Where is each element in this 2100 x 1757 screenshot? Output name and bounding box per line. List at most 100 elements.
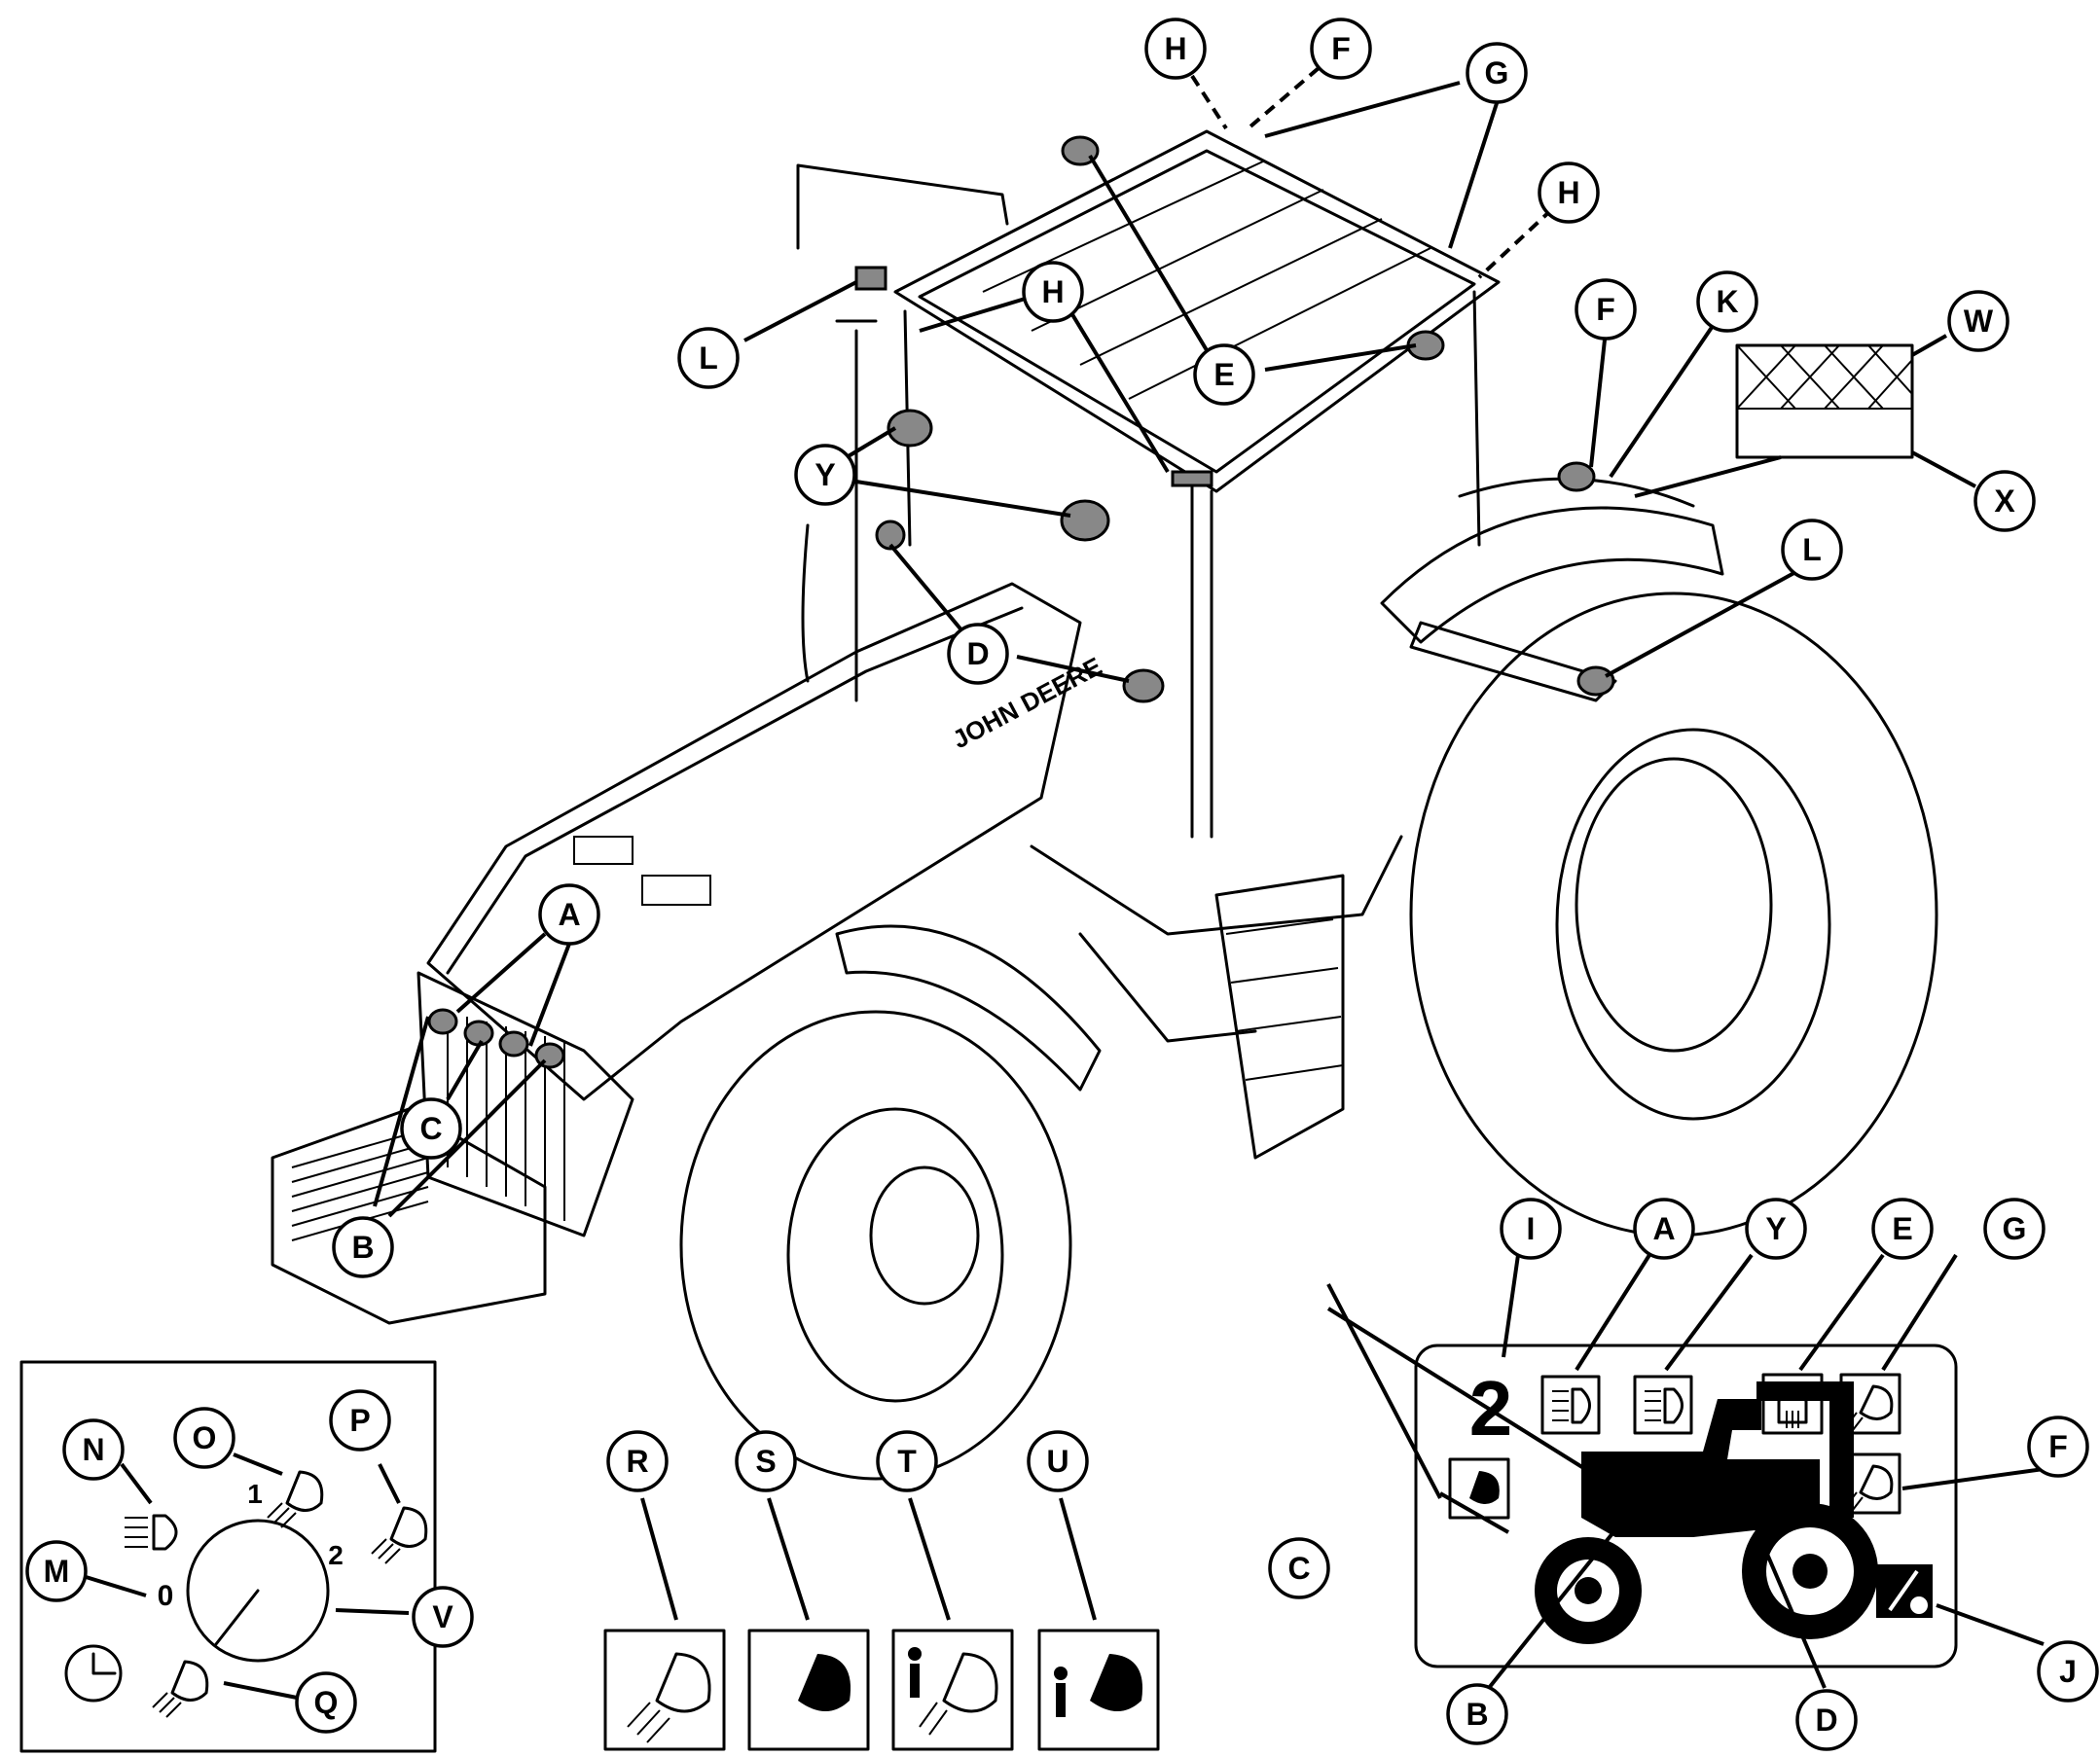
svg-text:D: D — [966, 636, 989, 671]
beacon-icon — [1777, 1389, 1808, 1428]
callout-L-left: L — [677, 327, 740, 389]
svg-text:F: F — [2048, 1429, 2068, 1464]
headlight-high-beam-icon — [1552, 1387, 1591, 1424]
svg-text:L: L — [1802, 532, 1822, 567]
svg-text:S: S — [755, 1444, 776, 1479]
svg-text:C: C — [1287, 1551, 1310, 1586]
svg-text:D: D — [1815, 1703, 1837, 1738]
svg-text:W: W — [1964, 304, 1994, 339]
callout-Q: Q — [295, 1671, 357, 1734]
callout-J: J — [2037, 1640, 2099, 1703]
svg-text:O: O — [193, 1420, 217, 1455]
work-light-icon — [1846, 1464, 1894, 1511]
callout-Y-panel: Y — [1745, 1198, 1807, 1260]
callout-F-right: F — [1575, 278, 1637, 341]
svg-text:Q: Q — [314, 1685, 339, 1720]
callout-E-panel: E — [1871, 1198, 1934, 1260]
callout-P: P — [329, 1389, 391, 1452]
callout-E: E — [1193, 343, 1255, 406]
callout-D: D — [947, 623, 1009, 685]
callout-V: V — [412, 1586, 474, 1648]
callout-F-panel: F — [2027, 1416, 2089, 1478]
callout-G-top: G — [1466, 42, 1528, 104]
svg-text:H: H — [1557, 175, 1579, 210]
callout-C-panel: C — [1268, 1537, 1330, 1599]
callout-X: X — [1973, 470, 2036, 532]
work-light-icon — [1846, 1384, 1894, 1431]
svg-text:E: E — [1213, 357, 1234, 392]
svg-text:G: G — [1485, 55, 1509, 90]
svg-text:K: K — [1716, 284, 1738, 319]
callout-H-right: H — [1538, 161, 1600, 224]
svg-text:F: F — [1331, 31, 1351, 66]
headlight-high-beam-icon — [1645, 1387, 1684, 1424]
svg-text:I: I — [1527, 1211, 1536, 1246]
svg-text:Y: Y — [1765, 1211, 1786, 1246]
callout-H-top: H — [1144, 18, 1207, 80]
svg-text:A: A — [558, 897, 580, 932]
callout-Y: Y — [794, 444, 856, 506]
svg-text:B: B — [351, 1230, 374, 1265]
callout-F-top: F — [1310, 18, 1372, 80]
light-switch-panel: 0 1 2 — [19, 1360, 437, 1753]
work-light-icon — [627, 1652, 711, 1743]
work-light-icon — [1722, 1472, 1770, 1519]
svg-text:Y: Y — [815, 457, 835, 492]
work-light-icon — [152, 1660, 209, 1718]
leader-lines — [373, 66, 1976, 1218]
svg-text:R: R — [626, 1444, 648, 1479]
switch-position-1: 1 — [247, 1479, 263, 1509]
svg-text:V: V — [432, 1599, 453, 1634]
svg-text:P: P — [349, 1403, 370, 1438]
warning-sign — [1735, 343, 1914, 459]
person-light-icon — [908, 1647, 998, 1736]
callout-C: C — [400, 1097, 462, 1160]
svg-text:X: X — [1994, 484, 2015, 519]
svg-text:H: H — [1164, 31, 1186, 66]
svg-text:G: G — [2003, 1211, 2027, 1246]
callout-O: O — [173, 1407, 235, 1469]
work-light-icon — [267, 1470, 324, 1528]
svg-text:M: M — [44, 1554, 70, 1589]
tractor-illustration: JOHN DEERE — [271, 129, 1938, 1481]
callout-U: U — [1027, 1430, 1089, 1492]
work-light-icon — [371, 1506, 428, 1564]
svg-text:A: A — [1652, 1211, 1675, 1246]
callout-N: N — [62, 1418, 125, 1481]
callout-A: A — [538, 883, 600, 946]
svg-text:E: E — [1892, 1211, 1912, 1246]
svg-text:H: H — [1041, 274, 1064, 309]
svg-text:F: F — [1596, 292, 1615, 327]
callout-H-mid: H — [1022, 261, 1084, 323]
switch-position-0: 0 — [158, 1580, 174, 1612]
rotary-switch-knob — [186, 1519, 330, 1663]
svg-text:U: U — [1046, 1444, 1068, 1479]
solid-light-icon — [1469, 1471, 1500, 1504]
callout-R: R — [606, 1430, 669, 1492]
svg-text:B: B — [1466, 1697, 1488, 1732]
svg-text:L: L — [699, 341, 718, 376]
callout-S: S — [735, 1430, 797, 1492]
callout-G-panel: G — [1983, 1198, 2046, 1260]
svg-text:T: T — [897, 1444, 917, 1479]
callout-D-panel: D — [1795, 1689, 1858, 1751]
light-display-panel: 2 — [1326, 1253, 2045, 1690]
solid-light-icon — [798, 1654, 851, 1711]
callout-T: T — [876, 1430, 938, 1492]
callout-L-right: L — [1781, 519, 1843, 581]
callout-A-panel: A — [1633, 1198, 1695, 1260]
callout-I: I — [1500, 1198, 1562, 1260]
callout-B-panel: B — [1446, 1683, 1508, 1745]
clock-icon — [64, 1644, 123, 1703]
person-light-icon — [1054, 1654, 1143, 1717]
callout-W: W — [1947, 290, 2009, 352]
switch-position-2: 2 — [328, 1540, 344, 1570]
work-light-icon — [1615, 1472, 1663, 1519]
icon-row-RSTU — [603, 1497, 1160, 1751]
tractor-silhouette-icon — [1535, 1381, 1878, 1644]
svg-text:N: N — [82, 1432, 104, 1467]
headlight-high-beam-icon — [125, 1514, 178, 1551]
callout-K: K — [1696, 270, 1758, 333]
callout-M: M — [25, 1540, 88, 1602]
